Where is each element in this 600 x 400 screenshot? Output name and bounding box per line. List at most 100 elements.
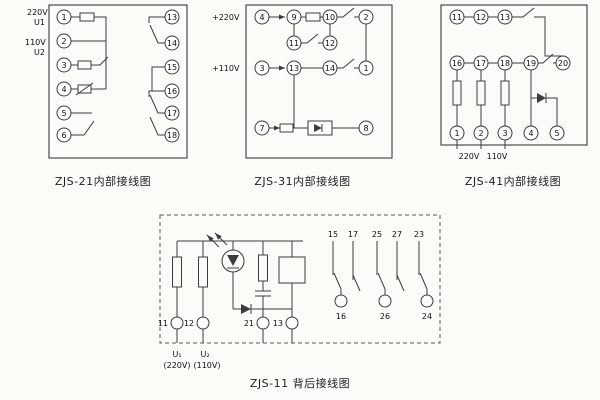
svg-text:16: 16 xyxy=(167,87,177,96)
svg-text:2: 2 xyxy=(363,13,368,22)
terminal: 4 xyxy=(56,81,72,97)
terminal: 2 xyxy=(358,9,373,25)
svg-text:14: 14 xyxy=(324,64,334,73)
terminal: 11 xyxy=(286,35,301,51)
zjs11-schematic: 11 12 21 13 U₁ (220V) U₂ (110V) 15 17 25… xyxy=(158,214,441,370)
zjs11-caption: ZJS-11 背后接线图 xyxy=(249,377,351,390)
terminal: 13 xyxy=(497,9,513,25)
svg-text:19: 19 xyxy=(526,59,536,68)
zjs41-wiring xyxy=(452,7,563,149)
terminal: 1 xyxy=(358,60,373,76)
led-emission-arrows xyxy=(206,232,228,248)
zjs11-input-labels: U₁ (220V) U₂ (110V) xyxy=(164,350,221,370)
svg-text:5: 5 xyxy=(554,129,559,138)
terminal: 7 xyxy=(254,120,269,136)
terminal: 5 xyxy=(549,125,565,141)
zjs41-terminals: 11 12 13 16 17 18 19 20 1 2 3 4 5 xyxy=(449,9,571,141)
zjs21-schematic: 220V U1 110V U2 1 2 3 4 5 6 13 14 xyxy=(25,4,188,159)
svg-text:1: 1 xyxy=(61,13,66,22)
zjs21-110v-label: 110V xyxy=(25,38,46,47)
u2-label: U₂ xyxy=(200,350,209,359)
zjs11-bottom-terminals: 11 12 21 13 xyxy=(158,316,299,330)
arrow-symbol xyxy=(278,65,285,71)
terminal: 16 xyxy=(334,294,348,321)
svg-text:12: 12 xyxy=(184,319,194,328)
resistor xyxy=(500,80,510,106)
svg-text:13: 13 xyxy=(288,64,298,73)
terminal: 26 xyxy=(378,294,392,321)
zjs11-case-outline xyxy=(159,214,441,344)
svg-text:10: 10 xyxy=(324,13,334,22)
svg-text:16: 16 xyxy=(336,312,346,321)
svg-text:12: 12 xyxy=(324,39,334,48)
zjs21-right-terminals: 13 14 15 16 17 18 xyxy=(164,9,180,143)
terminal: 2 xyxy=(56,33,72,49)
zjs41-110v-label: 110V xyxy=(487,152,508,161)
svg-text:11: 11 xyxy=(452,13,462,22)
relay-module xyxy=(278,256,306,284)
terminal: 4 xyxy=(523,125,539,141)
contact-label: 25 xyxy=(372,230,382,239)
contact-label: 27 xyxy=(392,230,402,239)
terminal: 1 xyxy=(56,9,72,25)
resistor xyxy=(452,80,462,106)
terminal: 5 xyxy=(56,105,72,121)
resistor xyxy=(172,256,182,288)
svg-text:17: 17 xyxy=(476,59,486,68)
zjs41-schematic: 11 12 13 16 17 18 19 20 1 2 3 4 5 220V 1… xyxy=(440,4,588,161)
zjs41-diagram: 11 12 13 16 17 18 19 20 1 2 3 4 5 220V 1… xyxy=(432,3,594,189)
svg-text:5: 5 xyxy=(61,109,66,118)
svg-text:13: 13 xyxy=(500,13,510,22)
terminal: 2 xyxy=(473,125,489,141)
resistor xyxy=(77,60,92,70)
terminal: 14 xyxy=(322,60,337,76)
zjs21-wiring xyxy=(71,12,165,136)
zjs31-terminals: 4 9 10 2 11 12 3 13 14 1 7 8 xyxy=(254,9,373,136)
svg-text:2: 2 xyxy=(478,129,483,138)
svg-text:24: 24 xyxy=(422,312,432,321)
resistor xyxy=(77,84,92,94)
svg-text:9: 9 xyxy=(291,13,296,22)
arrow-symbol xyxy=(273,125,280,131)
diode-symbol xyxy=(241,304,251,314)
zjs11-contact-section: 15 17 25 27 23 16 26 24 xyxy=(328,230,434,321)
terminal: 12 xyxy=(473,9,489,25)
terminal: 8 xyxy=(358,120,373,136)
svg-text:16: 16 xyxy=(452,59,462,68)
terminal: 24 xyxy=(420,294,434,321)
svg-text:18: 18 xyxy=(500,59,510,68)
svg-text:17: 17 xyxy=(167,109,177,118)
contact-label: 23 xyxy=(414,230,424,239)
terminal: 19 xyxy=(523,55,539,71)
svg-text:4: 4 xyxy=(61,85,66,94)
zjs21-left-terminals: 1 2 3 4 5 6 xyxy=(56,9,72,143)
zjs21-case-outline xyxy=(48,4,188,159)
zjs41-220v-label: 220V xyxy=(459,152,480,161)
terminal: 18 xyxy=(497,55,513,71)
svg-text:3: 3 xyxy=(61,61,66,70)
terminal: 12 xyxy=(322,35,337,51)
svg-text:1: 1 xyxy=(363,64,368,73)
diode-symbol xyxy=(313,124,322,132)
terminal: 21 xyxy=(244,316,270,330)
svg-text:20: 20 xyxy=(558,59,568,68)
svg-text:3: 3 xyxy=(259,64,264,73)
terminal: 17 xyxy=(473,55,489,71)
svg-text:2: 2 xyxy=(61,37,66,46)
terminal: 18 xyxy=(164,127,180,143)
terminal: 9 xyxy=(286,9,301,25)
svg-text:4: 4 xyxy=(259,13,264,22)
terminal: 11 xyxy=(449,9,465,25)
terminal: 6 xyxy=(56,127,72,143)
zjs21-u2-label: U2 xyxy=(34,48,45,57)
terminal: 12 xyxy=(184,316,210,330)
zjs21-220v-label: 220V xyxy=(27,8,48,17)
svg-text:14: 14 xyxy=(167,39,177,48)
terminal: 11 xyxy=(158,316,184,330)
resistor xyxy=(279,123,293,133)
zjs11-diagram: 11 12 21 13 U₁ (220V) U₂ (110V) 15 17 25… xyxy=(152,205,448,391)
zjs31-diagram: +220V +110V 4 9 10 2 11 12 3 xyxy=(205,3,400,189)
terminal: 14 xyxy=(164,35,180,51)
zjs31-110v-label: +110V xyxy=(212,64,240,73)
resistor xyxy=(305,12,320,22)
